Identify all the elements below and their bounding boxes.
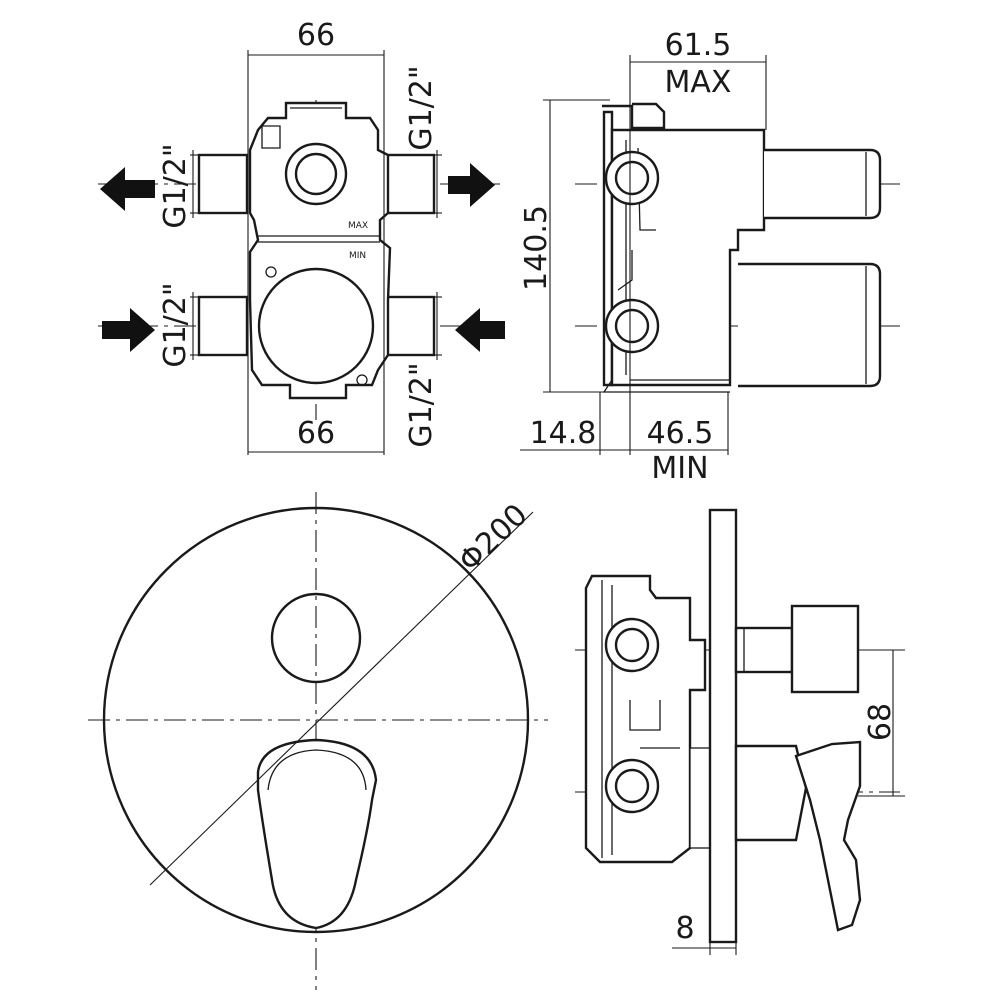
depth-max-label: 61.5 — [665, 28, 732, 63]
wall-offset-label: 14.8 — [530, 416, 597, 451]
side-view: 61.5 MAX 140.5 14.8 46.5 MIN — [519, 28, 900, 486]
diameter-label: Φ200 — [452, 497, 534, 578]
max-label: MAX — [665, 65, 732, 100]
port-label-top-right: G1/2" — [404, 65, 439, 150]
port-label-bottom-left: G1/2" — [158, 282, 193, 367]
port-label-top-left: G1/2" — [158, 143, 193, 228]
inlet-arrow-left-icon — [102, 308, 155, 352]
outlet-arrow-left-icon — [100, 167, 155, 211]
min-marking: MIN — [349, 251, 366, 261]
port-label-bottom-right: G1/2" — [404, 362, 439, 447]
front-view: MAX MIN 66 66 G1/2" G1/2" G1/2" G1/2" — [98, 18, 505, 455]
plate-view: Φ200 — [88, 492, 548, 990]
max-marking: MAX — [348, 221, 368, 231]
assembly-view: 68 8 — [575, 508, 905, 955]
spacing-label: 68 — [863, 703, 898, 741]
min-label: MIN — [651, 451, 708, 486]
inlet-arrow-right-icon — [455, 308, 505, 352]
plate-thickness-label: 8 — [675, 911, 694, 946]
outlet-arrow-right-icon — [448, 163, 495, 207]
bottom-width-label: 66 — [297, 416, 335, 451]
height-label: 140.5 — [519, 205, 554, 291]
depth-min-label: 46.5 — [647, 416, 714, 451]
top-width-label: 66 — [297, 18, 335, 53]
